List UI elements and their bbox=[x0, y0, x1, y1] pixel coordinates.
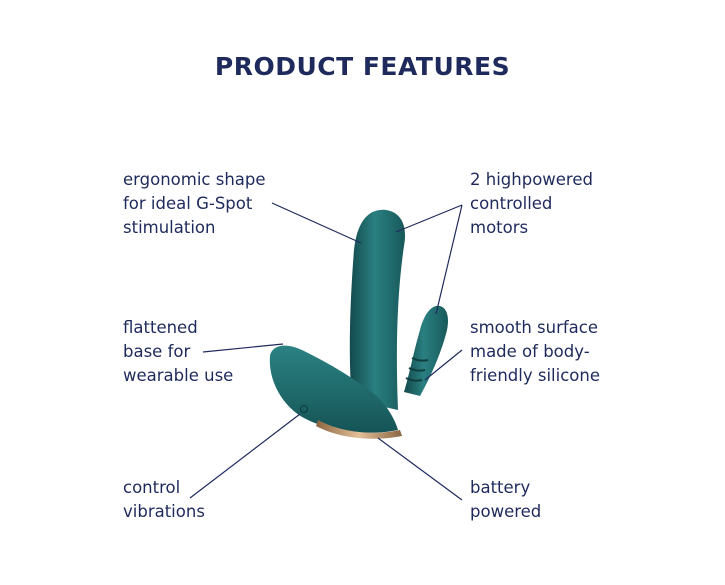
clitoral-arm bbox=[404, 305, 448, 396]
callout-line-silicone bbox=[424, 349, 463, 381]
feature-ergonomic-shape: ergonomic shape for ideal G-Spot stimula… bbox=[123, 168, 266, 240]
feature-flattened-base: flattened base for wearable use bbox=[123, 316, 233, 388]
gold-ring bbox=[316, 420, 402, 439]
feature-line: flattened bbox=[123, 318, 198, 337]
feature-line: 2 highpowered bbox=[470, 170, 593, 189]
feature-line: controlled bbox=[470, 194, 553, 213]
callout-line-battery bbox=[377, 437, 463, 501]
feature-line: wearable use bbox=[123, 366, 234, 385]
feature-line: powered bbox=[470, 502, 542, 521]
page-title: PRODUCT FEATURES bbox=[214, 52, 511, 81]
control-button-icon bbox=[299, 404, 309, 414]
feature-line: vibrations bbox=[123, 502, 205, 521]
feature-line: base for bbox=[123, 342, 191, 361]
feature-smooth-surface: smooth surface made of body- friendly si… bbox=[470, 316, 600, 388]
callout-lines bbox=[189, 202, 463, 501]
feature-line: battery bbox=[470, 478, 531, 497]
feature-control-vibrations: control vibrations bbox=[123, 476, 205, 524]
callout-line-motors-b bbox=[435, 204, 463, 315]
feature-line: smooth surface bbox=[470, 318, 599, 337]
feature-line: stimulation bbox=[123, 218, 216, 237]
callout-line-motors-a bbox=[395, 204, 463, 233]
feature-battery-powered: battery powered bbox=[470, 476, 541, 524]
arm-ridges bbox=[405, 357, 429, 382]
callout-line-control bbox=[189, 413, 301, 499]
g-spot-shaft bbox=[349, 209, 406, 410]
callout-line-base bbox=[202, 343, 284, 353]
feature-line: ergonomic shape bbox=[123, 170, 266, 189]
feature-line: control bbox=[123, 478, 181, 497]
feature-line: made of body- bbox=[470, 342, 590, 361]
callout-line-ergonomic bbox=[271, 202, 362, 244]
feature-line: motors bbox=[470, 218, 529, 237]
flattened-base bbox=[269, 345, 398, 433]
feature-line: friendly silicone bbox=[470, 366, 600, 385]
feature-line: for ideal G-Spot bbox=[123, 194, 253, 213]
feature-motors: 2 highpowered controlled motors bbox=[470, 168, 593, 240]
